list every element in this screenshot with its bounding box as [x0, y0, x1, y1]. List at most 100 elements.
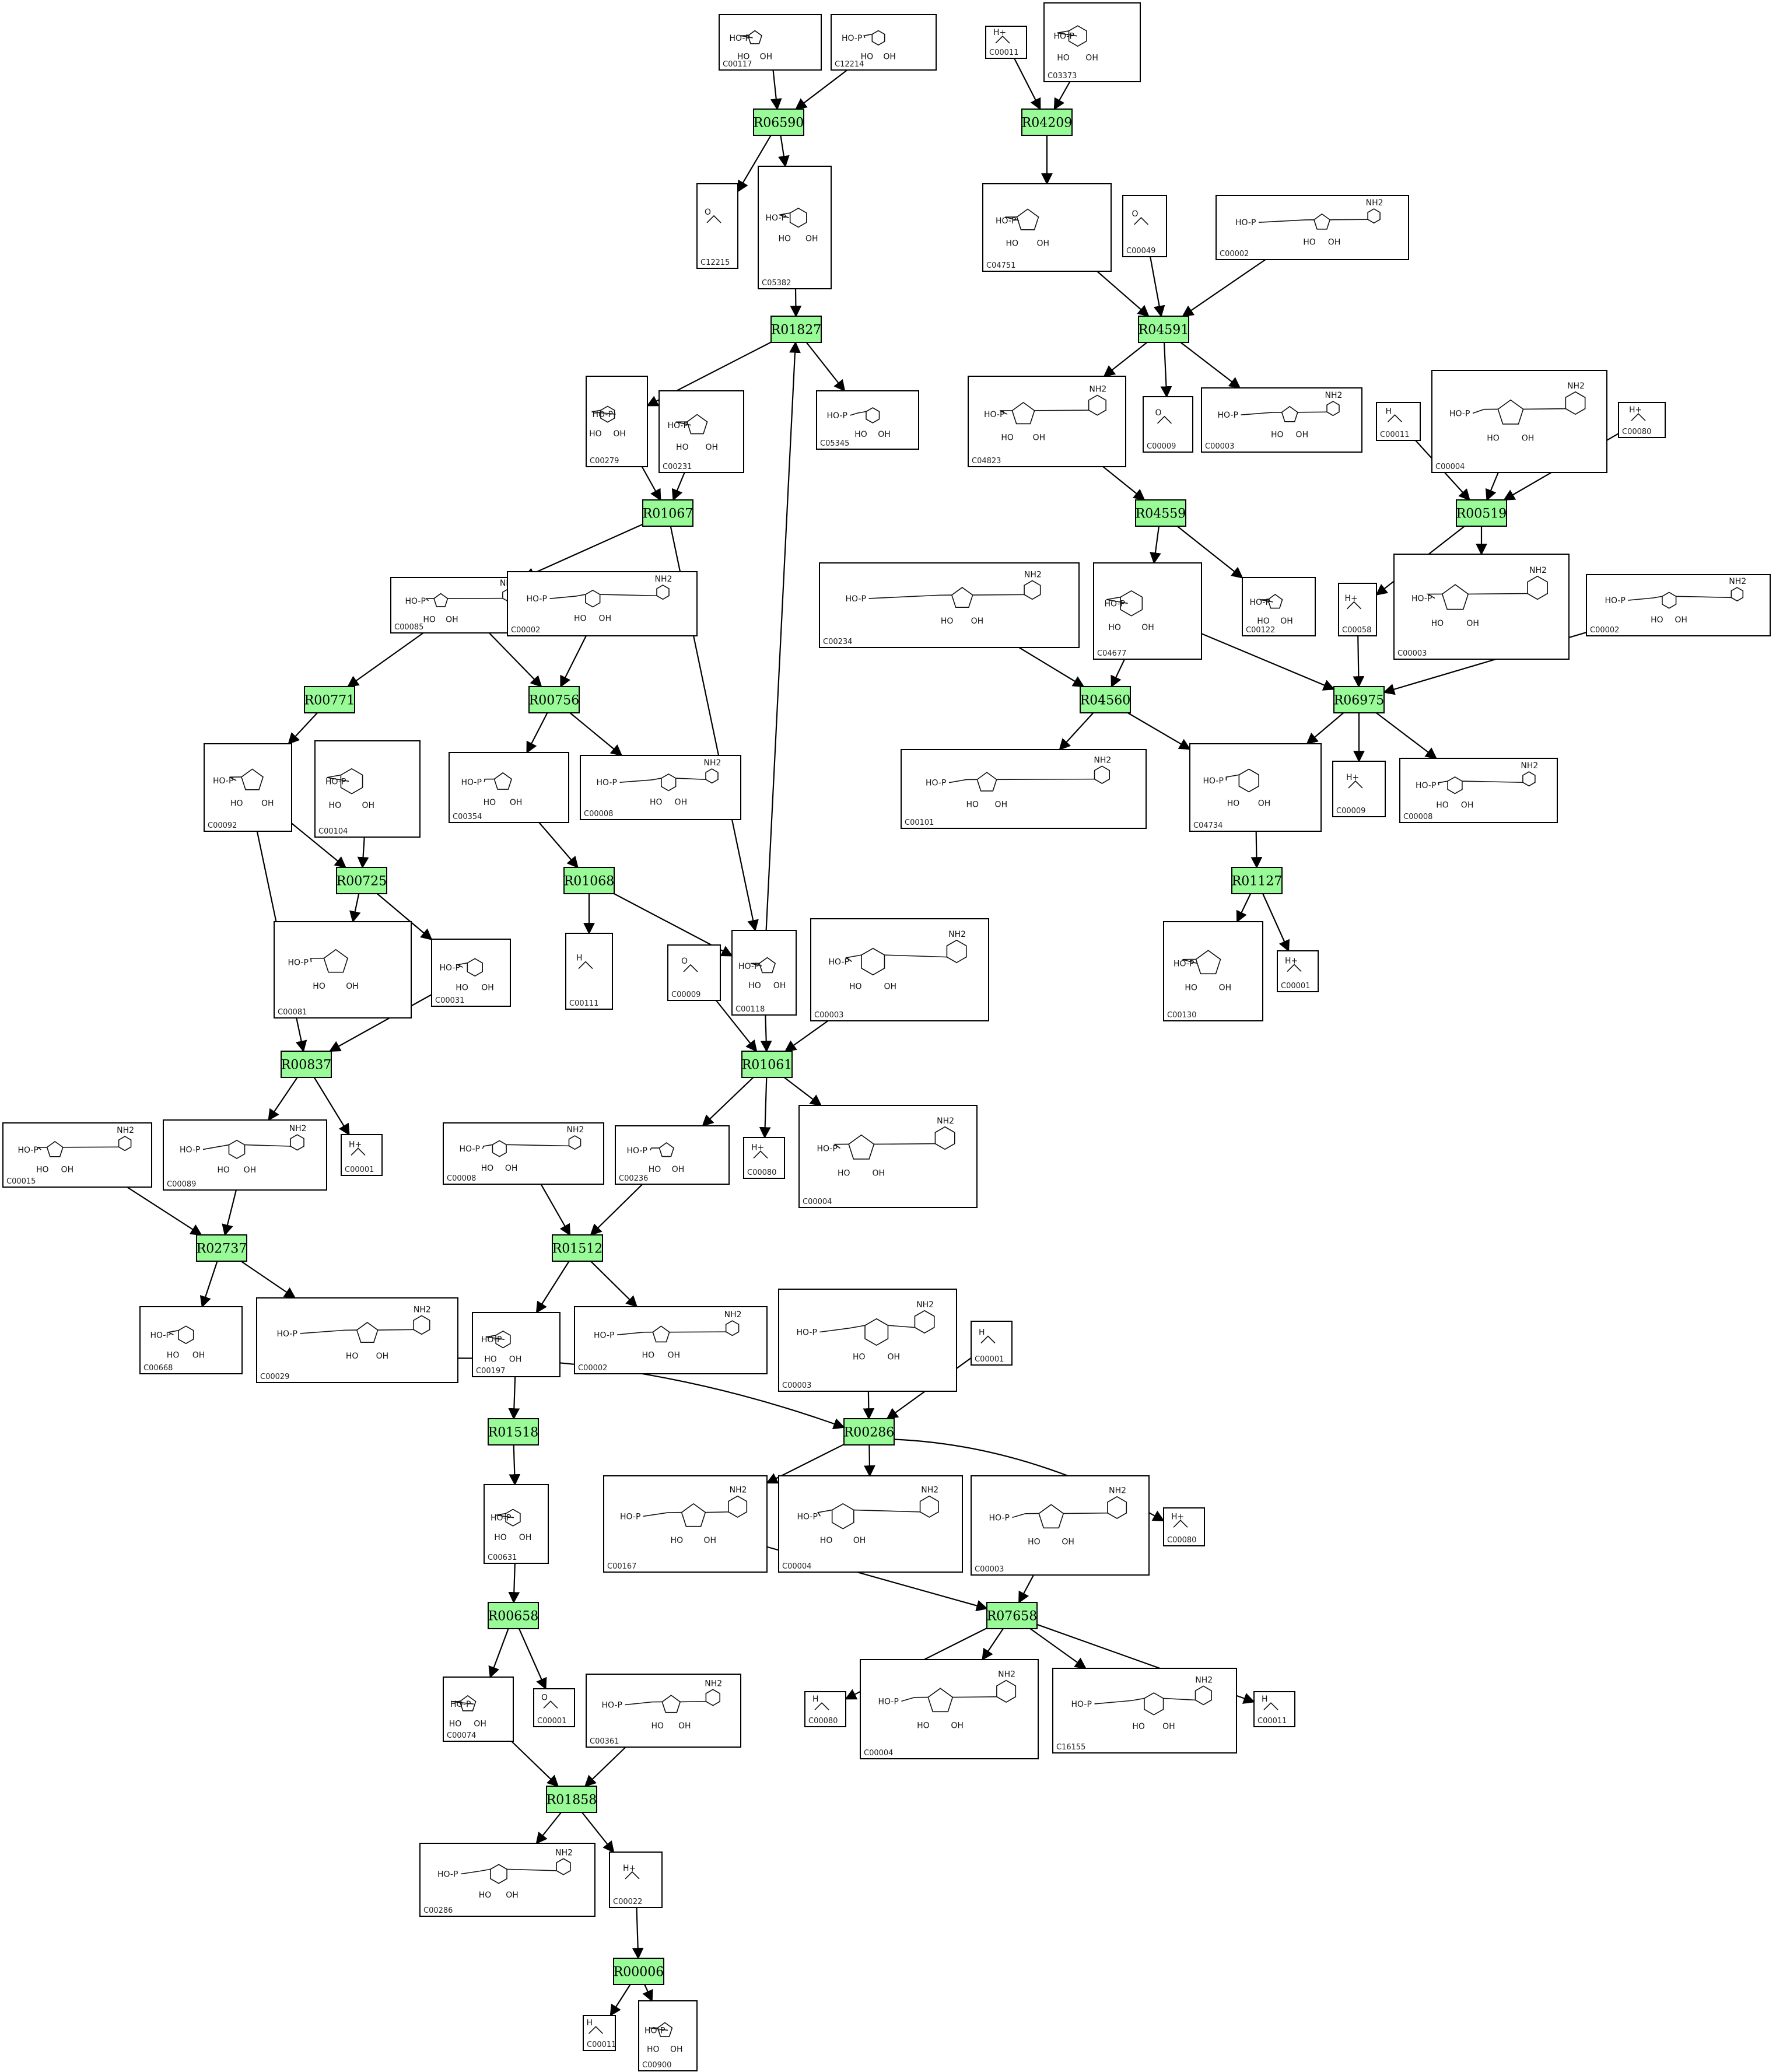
- compound-node[interactable]: H+C00011: [985, 26, 1027, 59]
- compound-node[interactable]: H+C00058: [1338, 583, 1377, 636]
- compound-node[interactable]: H+C00009: [1332, 761, 1386, 817]
- reaction-edge: [569, 712, 623, 757]
- reaction-node[interactable]: R01827: [770, 316, 822, 343]
- reaction-node[interactable]: R00658: [488, 1602, 539, 1629]
- reaction-node[interactable]: R00771: [304, 686, 355, 713]
- compound-node[interactable]: H+C00080: [1618, 402, 1666, 438]
- compound-node[interactable]: H+C00022: [609, 1852, 663, 1908]
- reaction-node[interactable]: R00837: [281, 1051, 332, 1078]
- compound-node[interactable]: H+C00080: [1163, 1507, 1205, 1546]
- reaction-node[interactable]: R01858: [546, 1786, 597, 1813]
- reaction-node[interactable]: R04560: [1080, 686, 1131, 713]
- reaction-node[interactable]: R01512: [552, 1234, 603, 1262]
- reaction-node[interactable]: R04559: [1135, 499, 1186, 527]
- atom-label: H: [812, 1695, 819, 1704]
- reaction-node[interactable]: R00286: [843, 1418, 895, 1446]
- reaction-node[interactable]: R01518: [488, 1418, 539, 1446]
- reaction-node[interactable]: R00006: [613, 1958, 664, 1985]
- reaction-node[interactable]: R00756: [528, 686, 580, 713]
- reaction-node[interactable]: R01061: [741, 1051, 793, 1078]
- compound-id-label: C00008: [1403, 813, 1432, 821]
- reaction-node[interactable]: R01067: [642, 499, 693, 527]
- reaction-node[interactable]: R00725: [336, 867, 387, 894]
- reaction-edge: [778, 135, 790, 167]
- atom-label: HO-P: [878, 1697, 899, 1706]
- reaction-node[interactable]: R01127: [1231, 867, 1283, 894]
- compound-node[interactable]: H+C00001: [341, 1134, 383, 1176]
- reaction-node[interactable]: R01068: [563, 867, 615, 894]
- compound-node[interactable]: H+C00001: [1277, 950, 1319, 992]
- reaction-node[interactable]: R04591: [1138, 316, 1189, 343]
- reaction-node[interactable]: R07658: [986, 1602, 1038, 1629]
- reaction-node[interactable]: R06590: [753, 108, 804, 136]
- reaction-node[interactable]: R06975: [1333, 686, 1385, 713]
- reaction-edge: [560, 635, 587, 688]
- reaction-node[interactable]: R04209: [1021, 108, 1073, 136]
- reaction-node[interactable]: R02737: [196, 1234, 247, 1262]
- compound-node[interactable]: H+C00080: [743, 1137, 785, 1179]
- reaction-node[interactable]: R00519: [1456, 499, 1507, 527]
